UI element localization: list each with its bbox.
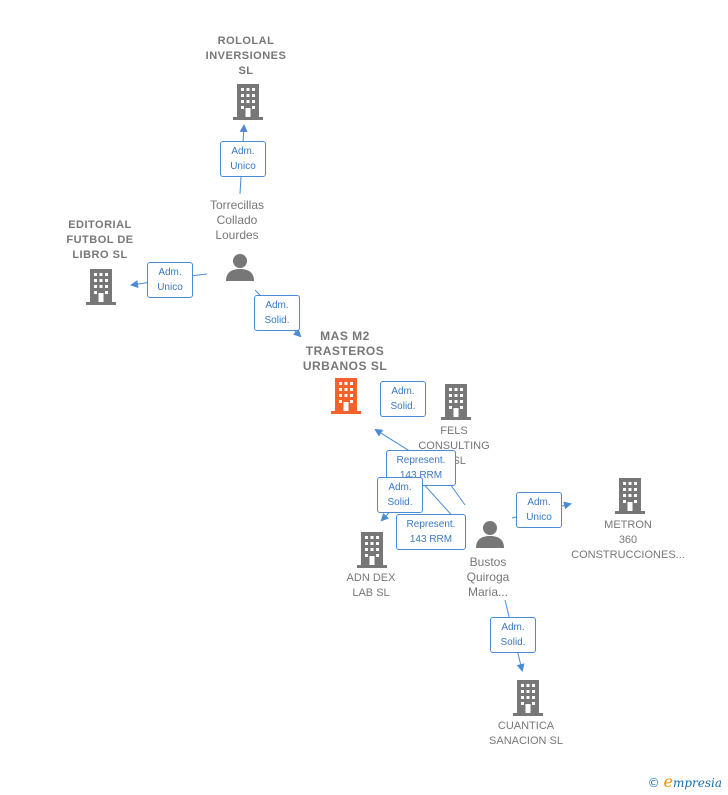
person-icon[interactable]	[475, 519, 505, 554]
brand-logo: © empresia	[648, 772, 722, 791]
person-torrecillas-label[interactable]: Torrecillas Collado Lourdes	[192, 198, 282, 243]
label-line: Maria...	[467, 585, 508, 599]
relation-line: Adm.	[388, 482, 412, 493]
label-line: LIBRO SL	[72, 249, 128, 261]
building-icon[interactable]	[513, 680, 543, 721]
building-icon[interactable]	[233, 84, 263, 125]
building-icon[interactable]	[441, 384, 471, 425]
relation-line: Solid.	[390, 401, 416, 412]
building-icon[interactable]	[357, 532, 387, 573]
label-line: ROLOLAL	[217, 35, 275, 47]
label-line: Lourdes	[215, 228, 259, 242]
relation-line: Adm.	[158, 267, 182, 278]
company-cuantica-label[interactable]: CUANTICA SANACION SL	[476, 719, 576, 749]
main-building-icon[interactable]	[331, 378, 361, 419]
relation-line: Adm.	[231, 146, 255, 157]
relation-label[interactable]: Adm. Solid.	[490, 617, 536, 653]
label-line: FELS	[440, 425, 468, 437]
label-line: Torrecillas	[209, 198, 264, 212]
relation-line: Adm.	[527, 497, 551, 508]
relation-line: Unico	[157, 282, 183, 293]
brand-name: mpresia	[672, 776, 722, 790]
label-line: ADN DEX	[346, 572, 396, 584]
relation-label[interactable]: Adm. Unico	[147, 262, 193, 298]
relation-line: Unico	[230, 161, 256, 172]
relation-line: Unico	[526, 512, 552, 523]
company-main-label[interactable]: MAS M2 TRASTEROS URBANOS SL	[290, 329, 400, 374]
relation-line: Solid.	[387, 497, 413, 508]
company-adn-label[interactable]: ADN DEX LAB SL	[323, 571, 419, 601]
relation-label[interactable]: Adm. Unico	[220, 141, 266, 177]
relation-line: Represent.	[406, 519, 456, 530]
label-line: SL	[238, 65, 254, 77]
relation-label[interactable]: Represent. 143 RRM	[396, 514, 466, 550]
label-line: 360	[618, 534, 638, 546]
relation-line: Solid.	[264, 315, 290, 326]
relation-line: Solid.	[500, 637, 526, 648]
relation-line: Represent.	[396, 455, 446, 466]
label-line: EDITORIAL	[68, 219, 132, 231]
relation-line: Adm.	[391, 386, 415, 397]
copyright-symbol: ©	[647, 776, 660, 790]
label-line: CONSTRUCCIONES...	[571, 549, 685, 561]
company-rololal-label[interactable]: ROLOLAL INVERSIONES SL	[198, 34, 294, 79]
label-line: TRASTEROS	[305, 344, 385, 358]
label-line: MAS M2	[320, 329, 370, 343]
person-icon[interactable]	[225, 252, 255, 287]
company-editorial-label[interactable]: EDITORIAL FUTBOL DE LIBRO SL	[52, 218, 148, 263]
brand-initial: e	[663, 772, 673, 791]
relation-line: 143 RRM	[409, 534, 453, 545]
label-line: LAB SL	[352, 587, 390, 599]
relation-label[interactable]: Adm. Unico	[516, 492, 562, 528]
label-line: Collado	[216, 213, 258, 227]
label-line: METRON	[604, 519, 652, 531]
building-icon[interactable]	[86, 269, 116, 310]
relation-label[interactable]: Adm. Solid.	[380, 381, 426, 417]
person-bustos-label[interactable]: Bustos Quiroga Maria...	[443, 555, 533, 600]
relation-label[interactable]: Adm. Solid.	[254, 295, 300, 331]
label-line: Quiroga	[466, 570, 510, 584]
label-line: CUANTICA	[497, 720, 555, 732]
relation-label[interactable]: Adm. Solid.	[377, 477, 423, 513]
label-line: Bustos	[469, 555, 507, 569]
relation-line: Adm.	[501, 622, 525, 633]
label-line: URBANOS SL	[302, 359, 388, 373]
label-line: CONSULTING	[418, 440, 490, 452]
building-icon[interactable]	[615, 478, 645, 519]
label-line: INVERSIONES	[205, 50, 287, 62]
relation-line: Adm.	[265, 300, 289, 311]
label-line: SANACION SL	[489, 735, 563, 747]
company-metron-label[interactable]: METRON 360 CONSTRUCCIONES...	[563, 518, 693, 563]
relation-line: 143 RRM	[399, 470, 443, 481]
label-line: FUTBOL DE	[66, 234, 134, 246]
